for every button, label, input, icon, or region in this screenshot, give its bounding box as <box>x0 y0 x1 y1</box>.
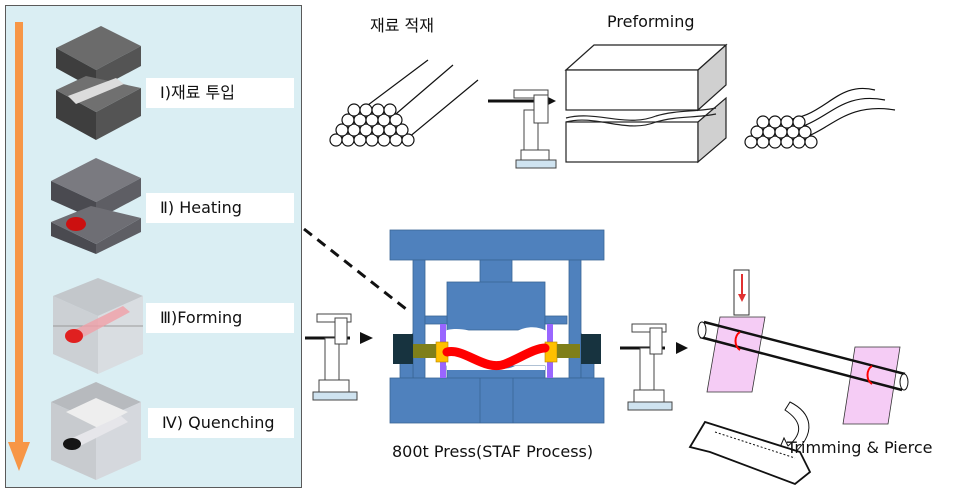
caption-trimming-pierce: Trimming & Pierce <box>787 438 933 457</box>
process-steps-panel: Ⅰ)재료 투입 Ⅱ) Heating Ⅲ)Forming Ⅳ) Quenchin… <box>5 5 302 488</box>
robot-arm-icon <box>513 89 557 169</box>
step-text: ) Heating <box>167 198 242 217</box>
step-numeral: Ⅳ <box>162 413 177 432</box>
step-numeral: Ⅱ <box>160 198 168 217</box>
die-heating-icon <box>51 158 141 254</box>
caption-press: 800t Press(STAF Process) <box>392 442 594 461</box>
dashed-connector-line <box>303 227 407 311</box>
step-label-material-loading: Ⅰ)재료 투입 <box>146 78 294 108</box>
step-label-quenching: Ⅳ) Quenching <box>148 408 294 438</box>
stacked-tubes-icon <box>329 59 479 147</box>
preforming-die-icon <box>564 43 728 164</box>
preformed-tubes-icon <box>744 87 896 149</box>
step-text: ) Quenching <box>176 413 275 432</box>
process-flow-arrow <box>8 22 30 471</box>
die-material-loading-icon <box>56 26 141 140</box>
step-text: )재료 투입 <box>164 83 235 102</box>
die-quenching-icon <box>51 382 141 480</box>
press-machine-icon <box>389 229 605 424</box>
step-numeral: Ⅰ <box>160 83 165 102</box>
step-numeral: Ⅲ <box>160 308 172 327</box>
caption-material-stacking: 재료 적재 <box>370 16 434 35</box>
robot-arm-icon <box>620 323 688 411</box>
trimming-pierce-icon <box>688 269 909 486</box>
step-label-forming: Ⅲ)Forming <box>146 303 294 333</box>
step-label-heating: Ⅱ) Heating <box>146 193 294 223</box>
step-text: )Forming <box>171 308 243 327</box>
caption-preforming: Preforming <box>607 12 695 31</box>
die-forming-icon <box>53 278 143 374</box>
robot-arm-icon <box>305 313 373 401</box>
